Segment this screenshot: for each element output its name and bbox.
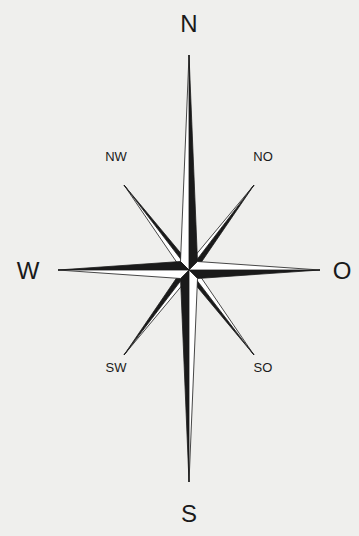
- intercardinal-label: NO: [253, 150, 273, 163]
- ray-half: [124, 185, 189, 270]
- ray-half: [189, 185, 254, 270]
- ray-half: [189, 270, 320, 279]
- intercardinal-label: SO: [254, 361, 273, 374]
- ray-half: [189, 185, 254, 270]
- ray-half: [189, 270, 254, 355]
- ray-half: [124, 270, 189, 355]
- ray-half: [124, 270, 189, 355]
- ray-half: [58, 270, 189, 279]
- ray-half: [124, 185, 189, 270]
- ray-half: [189, 55, 198, 270]
- ray-half: [189, 270, 254, 355]
- cardinal-label: W: [17, 259, 40, 283]
- ray-half: [58, 262, 189, 271]
- intercardinal-label: NW: [105, 150, 127, 163]
- cardinal-label: S: [181, 502, 197, 526]
- ray-half: [189, 270, 198, 482]
- cardinal-label: N: [180, 12, 197, 36]
- cardinal-label: O: [333, 259, 352, 283]
- ray-half: [189, 262, 320, 271]
- ray-half: [181, 270, 190, 482]
- intercardinal-label: SW: [106, 361, 127, 374]
- ray-half: [181, 55, 190, 270]
